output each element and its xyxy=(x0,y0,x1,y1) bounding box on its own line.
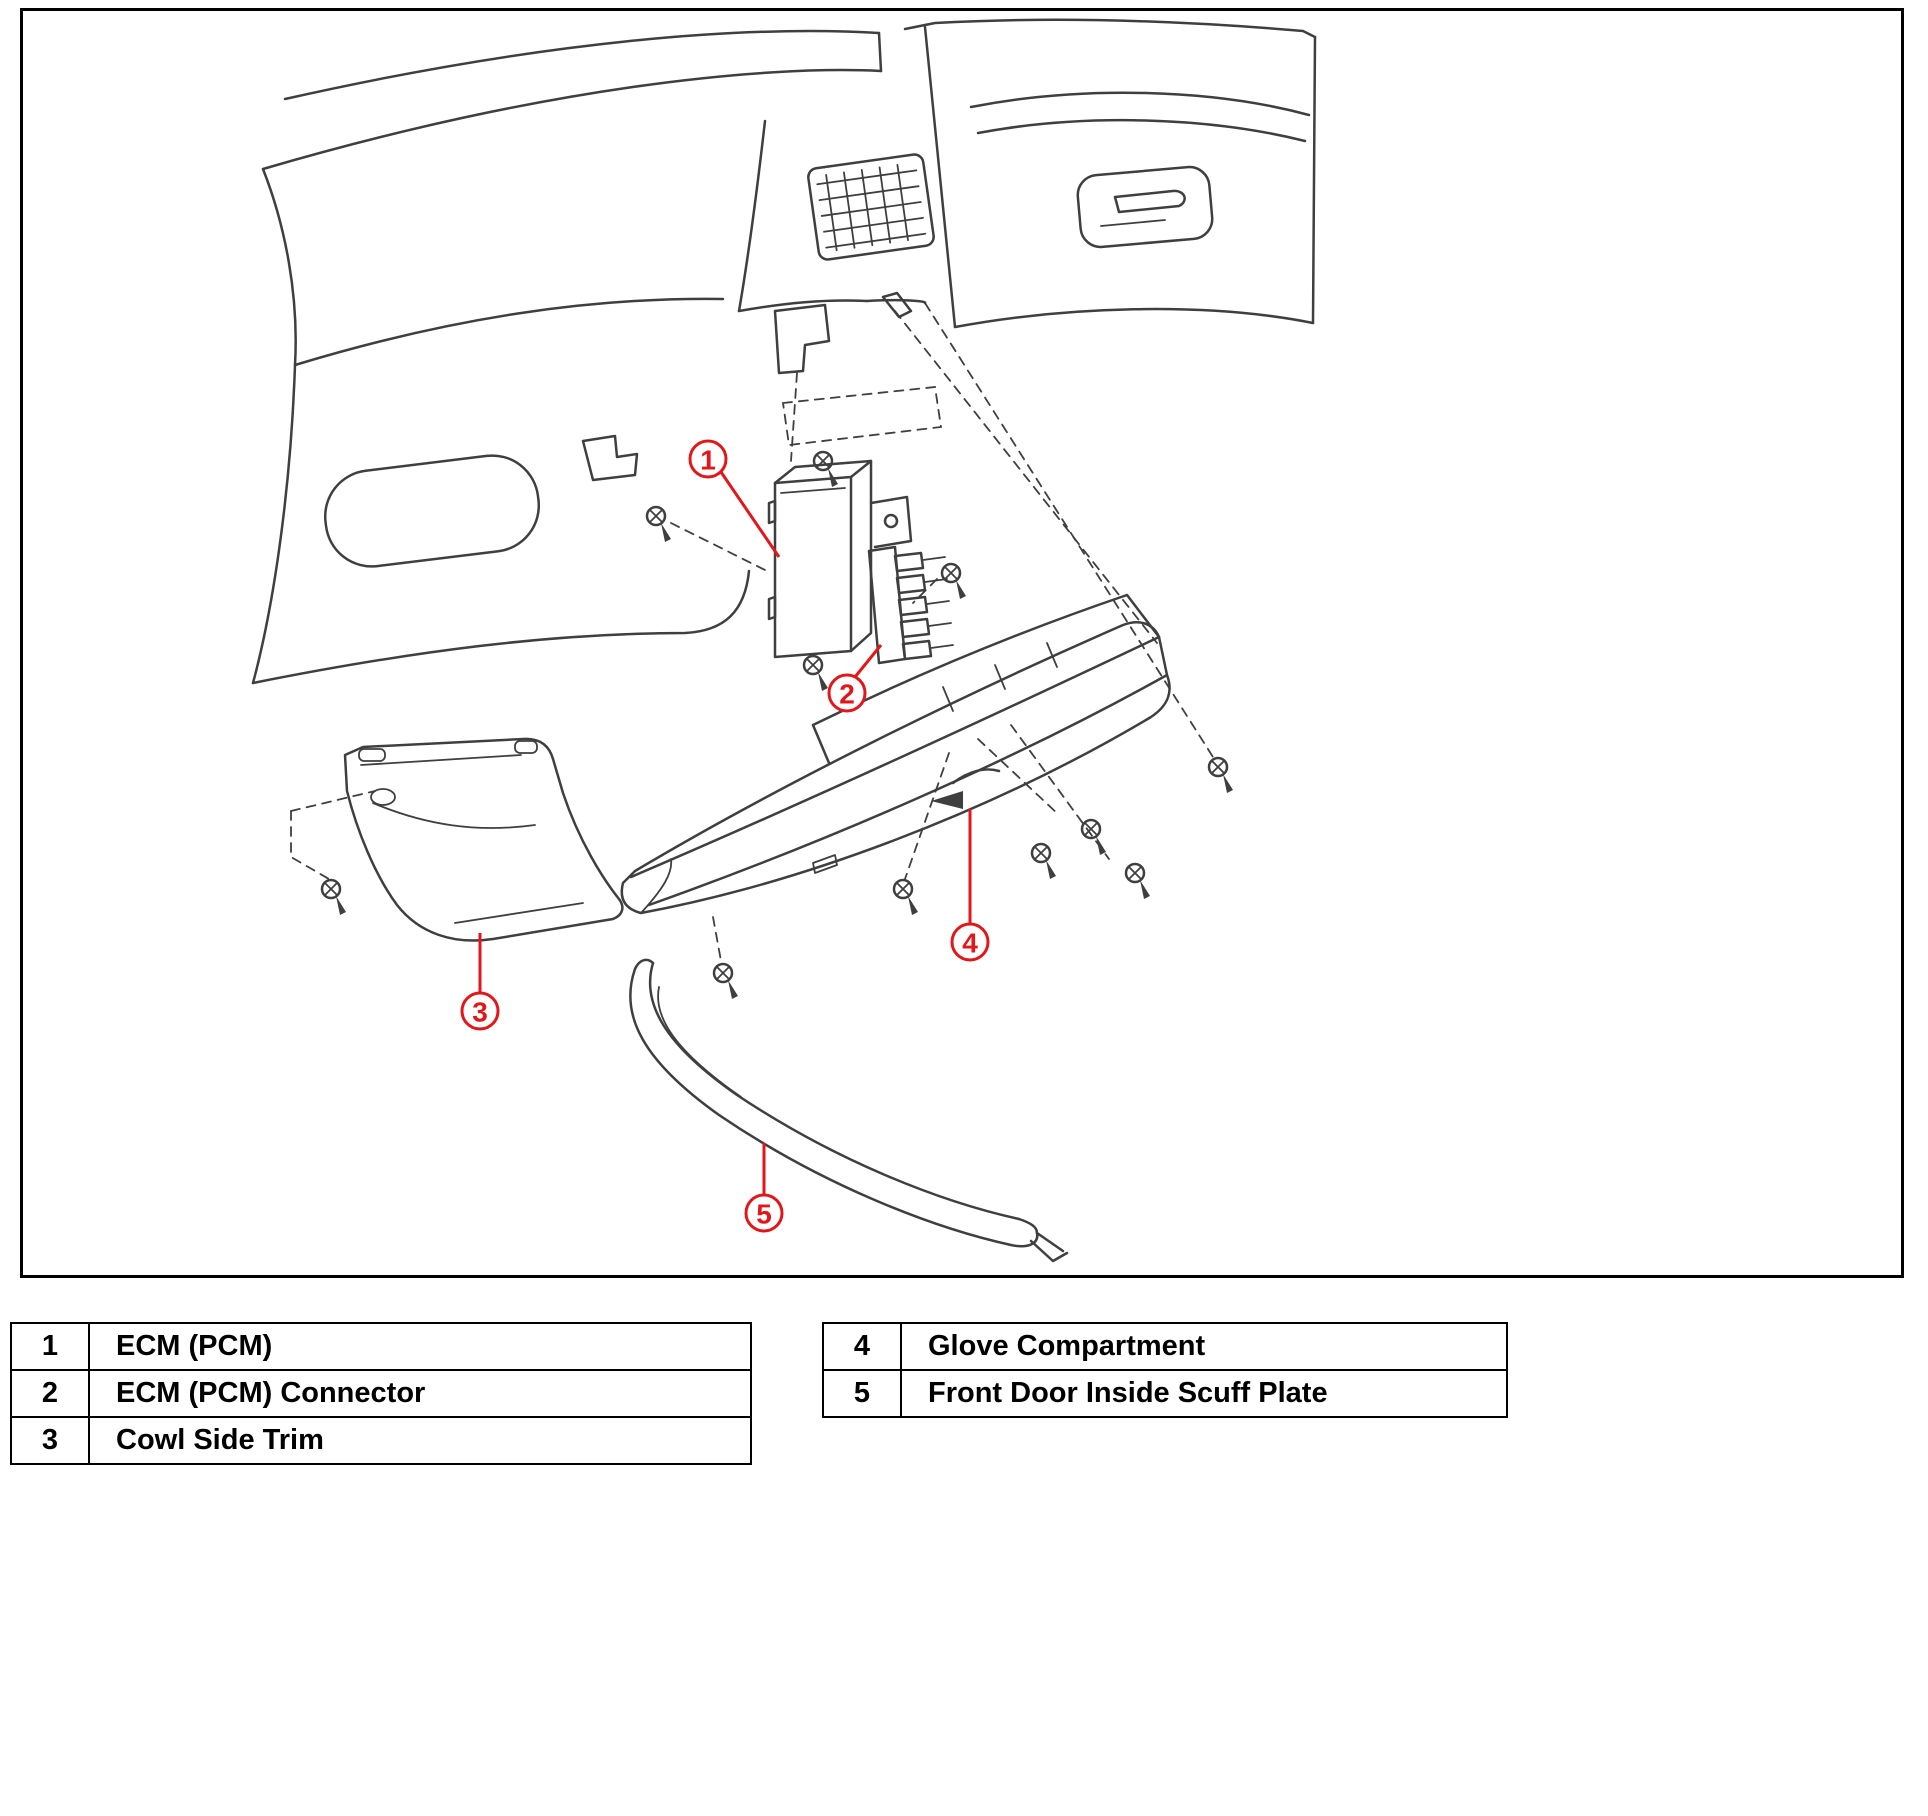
legend-label: ECM (PCM) Connector xyxy=(88,1369,752,1418)
legend-number: 2 xyxy=(10,1369,90,1418)
callouts: 1 2 3 4 xyxy=(460,439,990,1233)
legend-row: 4 Glove Compartment xyxy=(822,1322,1508,1371)
callout-5: 5 xyxy=(744,1143,784,1233)
callout-2: 2 xyxy=(827,644,883,713)
screw-icon xyxy=(1080,818,1108,857)
callout-circle xyxy=(460,991,500,1031)
ecm-connector xyxy=(867,545,954,665)
door-panel xyxy=(903,18,1317,329)
alignment-dashed-lines xyxy=(290,302,1214,962)
callout-1: 1 xyxy=(688,439,781,558)
diagram-frame: 1 2 3 4 xyxy=(20,8,1904,1278)
legend: 1 ECM (PCM) 2 ECM (PCM) Connector 3 Cowl… xyxy=(10,1322,1918,1465)
legend-number: 5 xyxy=(822,1369,902,1418)
screws xyxy=(320,450,1235,1001)
cowl-side-trim xyxy=(343,737,624,942)
screw-icon xyxy=(812,450,840,489)
screw-icon xyxy=(940,562,968,601)
callout-number: 4 xyxy=(962,928,978,959)
screw-icon xyxy=(802,654,830,693)
callout-3: 3 xyxy=(460,933,500,1031)
legend-table-left: 1 ECM (PCM) 2 ECM (PCM) Connector 3 Cowl… xyxy=(10,1322,752,1465)
screw-icon xyxy=(1207,756,1235,795)
callout-4: 4 xyxy=(950,809,990,962)
exploded-view-diagram: 1 2 3 4 xyxy=(251,18,1317,1263)
callout-number: 2 xyxy=(839,679,855,710)
callout-number: 5 xyxy=(756,1199,772,1230)
screw-icon xyxy=(892,878,920,917)
callout-circle xyxy=(688,439,728,479)
legend-row: 1 ECM (PCM) xyxy=(10,1322,752,1371)
legend-number: 3 xyxy=(10,1416,90,1465)
legend-row: 3 Cowl Side Trim xyxy=(10,1416,752,1465)
screw-icon xyxy=(712,962,740,1001)
callout-number: 3 xyxy=(472,997,488,1028)
legend-label: Front Door Inside Scuff Plate xyxy=(900,1369,1508,1418)
screw-icon xyxy=(320,878,348,917)
legend-number: 1 xyxy=(10,1322,90,1371)
legend-number: 4 xyxy=(822,1322,902,1371)
speaker-grille xyxy=(807,153,935,261)
glove-compartment xyxy=(620,593,1171,915)
callout-number: 1 xyxy=(700,445,716,476)
legend-table-right: 4 Glove Compartment 5 Front Door Inside … xyxy=(822,1322,1508,1418)
ecm-box xyxy=(767,459,913,659)
screw-icon xyxy=(645,505,673,544)
legend-label: Glove Compartment xyxy=(900,1322,1508,1371)
legend-label: ECM (PCM) xyxy=(88,1322,752,1371)
screw-icon xyxy=(1124,862,1152,901)
legend-row: 2 ECM (PCM) Connector xyxy=(10,1369,752,1418)
scuff-plate xyxy=(629,958,1069,1263)
legend-row: 5 Front Door Inside Scuff Plate xyxy=(822,1369,1508,1418)
dashboard-panel xyxy=(251,29,927,685)
callout-circle xyxy=(950,922,990,962)
legend-label: Cowl Side Trim xyxy=(88,1416,752,1465)
callout-circle xyxy=(744,1193,784,1233)
callout-circle xyxy=(827,673,867,713)
screw-icon xyxy=(1030,842,1058,881)
